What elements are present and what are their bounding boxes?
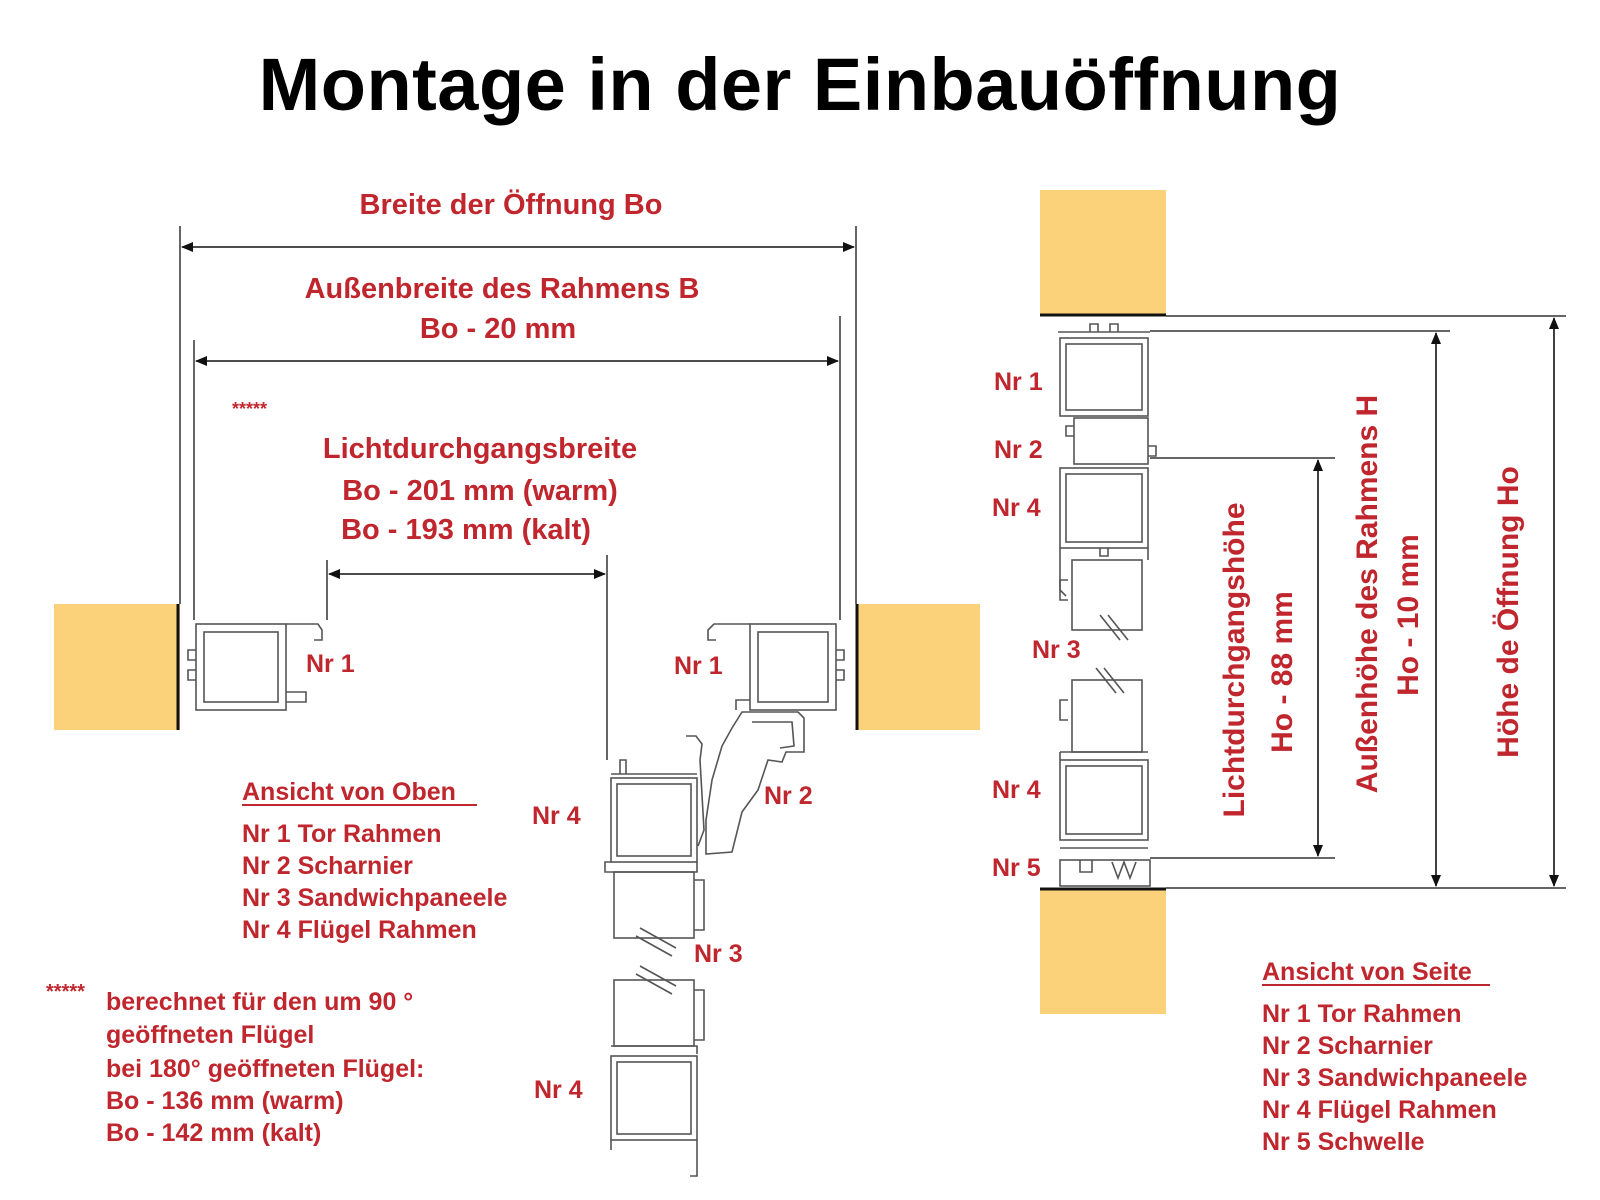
label-nr3-side: Nr 3: [1032, 636, 1081, 664]
wall-right: [856, 604, 980, 730]
footnote-line: berechnet für den um 90 °: [106, 988, 413, 1016]
label-nr1-right: Nr 1: [674, 652, 723, 680]
label-nr5-side: Nr 5: [992, 854, 1041, 882]
footnote-line: geöffneten Flügel: [106, 1021, 314, 1049]
sash-profile-lower: [610, 1045, 698, 1177]
clear-width-cold: Bo - 193 mm (kalt): [341, 514, 591, 546]
sandwich-panel-lower-side: [1059, 667, 1143, 753]
legend-item-side: Nr 2 Scharnier: [1262, 1032, 1433, 1060]
legend-title-side: Ansicht von Seite: [1262, 958, 1472, 986]
wall-bottom: [1040, 888, 1166, 1014]
extension-lines-side: [1150, 315, 1566, 889]
opening-height-label: Höhe de Öffnung Ho: [1492, 466, 1525, 758]
opening-width-label: Breite der Öffnung Bo: [360, 188, 663, 221]
legend-item-side: Nr 1 Tor Rahmen: [1262, 1000, 1462, 1028]
clear-height-formula: Ho - 88 mm: [1266, 591, 1299, 753]
label-nr4-upper-side: Nr 4: [992, 494, 1041, 522]
frame-width-formula: Bo - 20 mm: [420, 313, 576, 345]
extension-lines: [179, 226, 857, 760]
legend-item-side: Nr 4 Flügel Rahmen: [1262, 1096, 1497, 1124]
sandwich-panel-upper-side: [1059, 559, 1143, 641]
label-nr1-side: Nr 1: [994, 368, 1043, 396]
label-nr4-lower: Nr 4: [534, 1076, 583, 1104]
clear-height-title: Lichtdurchgangshöhe: [1218, 503, 1251, 818]
sandwich-panel-lower: [613, 965, 705, 1047]
frame-width-title: Außenbreite des Rahmens B: [305, 273, 700, 305]
label-nr2-side: Nr 2: [994, 436, 1043, 464]
legend-title-top: Ansicht von Oben: [242, 778, 456, 806]
frame-height-title: Außenhöhe des Rahmens H: [1351, 395, 1384, 793]
asterisk-marker: *****: [232, 399, 267, 419]
footnote-line: Bo - 142 mm (kalt): [106, 1119, 321, 1147]
sash-profile-upper-side: [1059, 467, 1149, 597]
footnote-line: Bo - 136 mm (warm): [106, 1087, 344, 1115]
sash-profile-upper: [604, 759, 698, 873]
page-title: Montage in der Einbauöffnung: [258, 43, 1342, 126]
label-nr2: Nr 2: [764, 782, 813, 810]
footnote-marker: *****: [46, 981, 85, 1003]
frame-profile-right: [707, 623, 845, 711]
legend-item-top: Nr 3 Sandwichpaneele: [242, 884, 507, 912]
sandwich-panel-upper: [613, 871, 705, 957]
clear-width-warm: Bo - 201 mm (warm): [342, 475, 618, 507]
frame-profile-left: [187, 623, 323, 711]
frame-profile-top: [1058, 323, 1150, 417]
hinge-profile: [686, 711, 805, 855]
label-nr3: Nr 3: [694, 940, 743, 968]
hinge-profile-side: [1065, 417, 1157, 465]
footnote-line: bei 180° geöffneten Flügel:: [106, 1055, 424, 1083]
legend-item-top: Nr 4 Flügel Rahmen: [242, 916, 477, 944]
label-nr4-upper: Nr 4: [532, 802, 581, 830]
side-view: Nr 1 Nr 2 Nr 4 Nr 3 Nr 4 Nr 5 Lichtdurch…: [992, 190, 1566, 1156]
legend-item-top: Nr 2 Scharnier: [242, 852, 413, 880]
frame-height-formula: Ho - 10 mm: [1392, 534, 1425, 696]
label-nr1-left: Nr 1: [306, 650, 355, 678]
legend-item-side: Nr 3 Sandwichpaneele: [1262, 1064, 1527, 1092]
top-view: Breite der Öffnung Bo Außenbreite des Ra…: [46, 188, 980, 1177]
label-nr4-lower-side: Nr 4: [992, 776, 1041, 804]
wall-left: [54, 604, 180, 730]
sash-profile-lower-side: [1059, 751, 1149, 841]
legend-item-top: Nr 1 Tor Rahmen: [242, 820, 442, 848]
clear-width-title: Lichtdurchgangsbreite: [323, 433, 637, 465]
wall-top: [1040, 190, 1166, 316]
legend-item-side: Nr 5 Schwelle: [1262, 1128, 1425, 1156]
threshold-profile: [1059, 847, 1151, 887]
